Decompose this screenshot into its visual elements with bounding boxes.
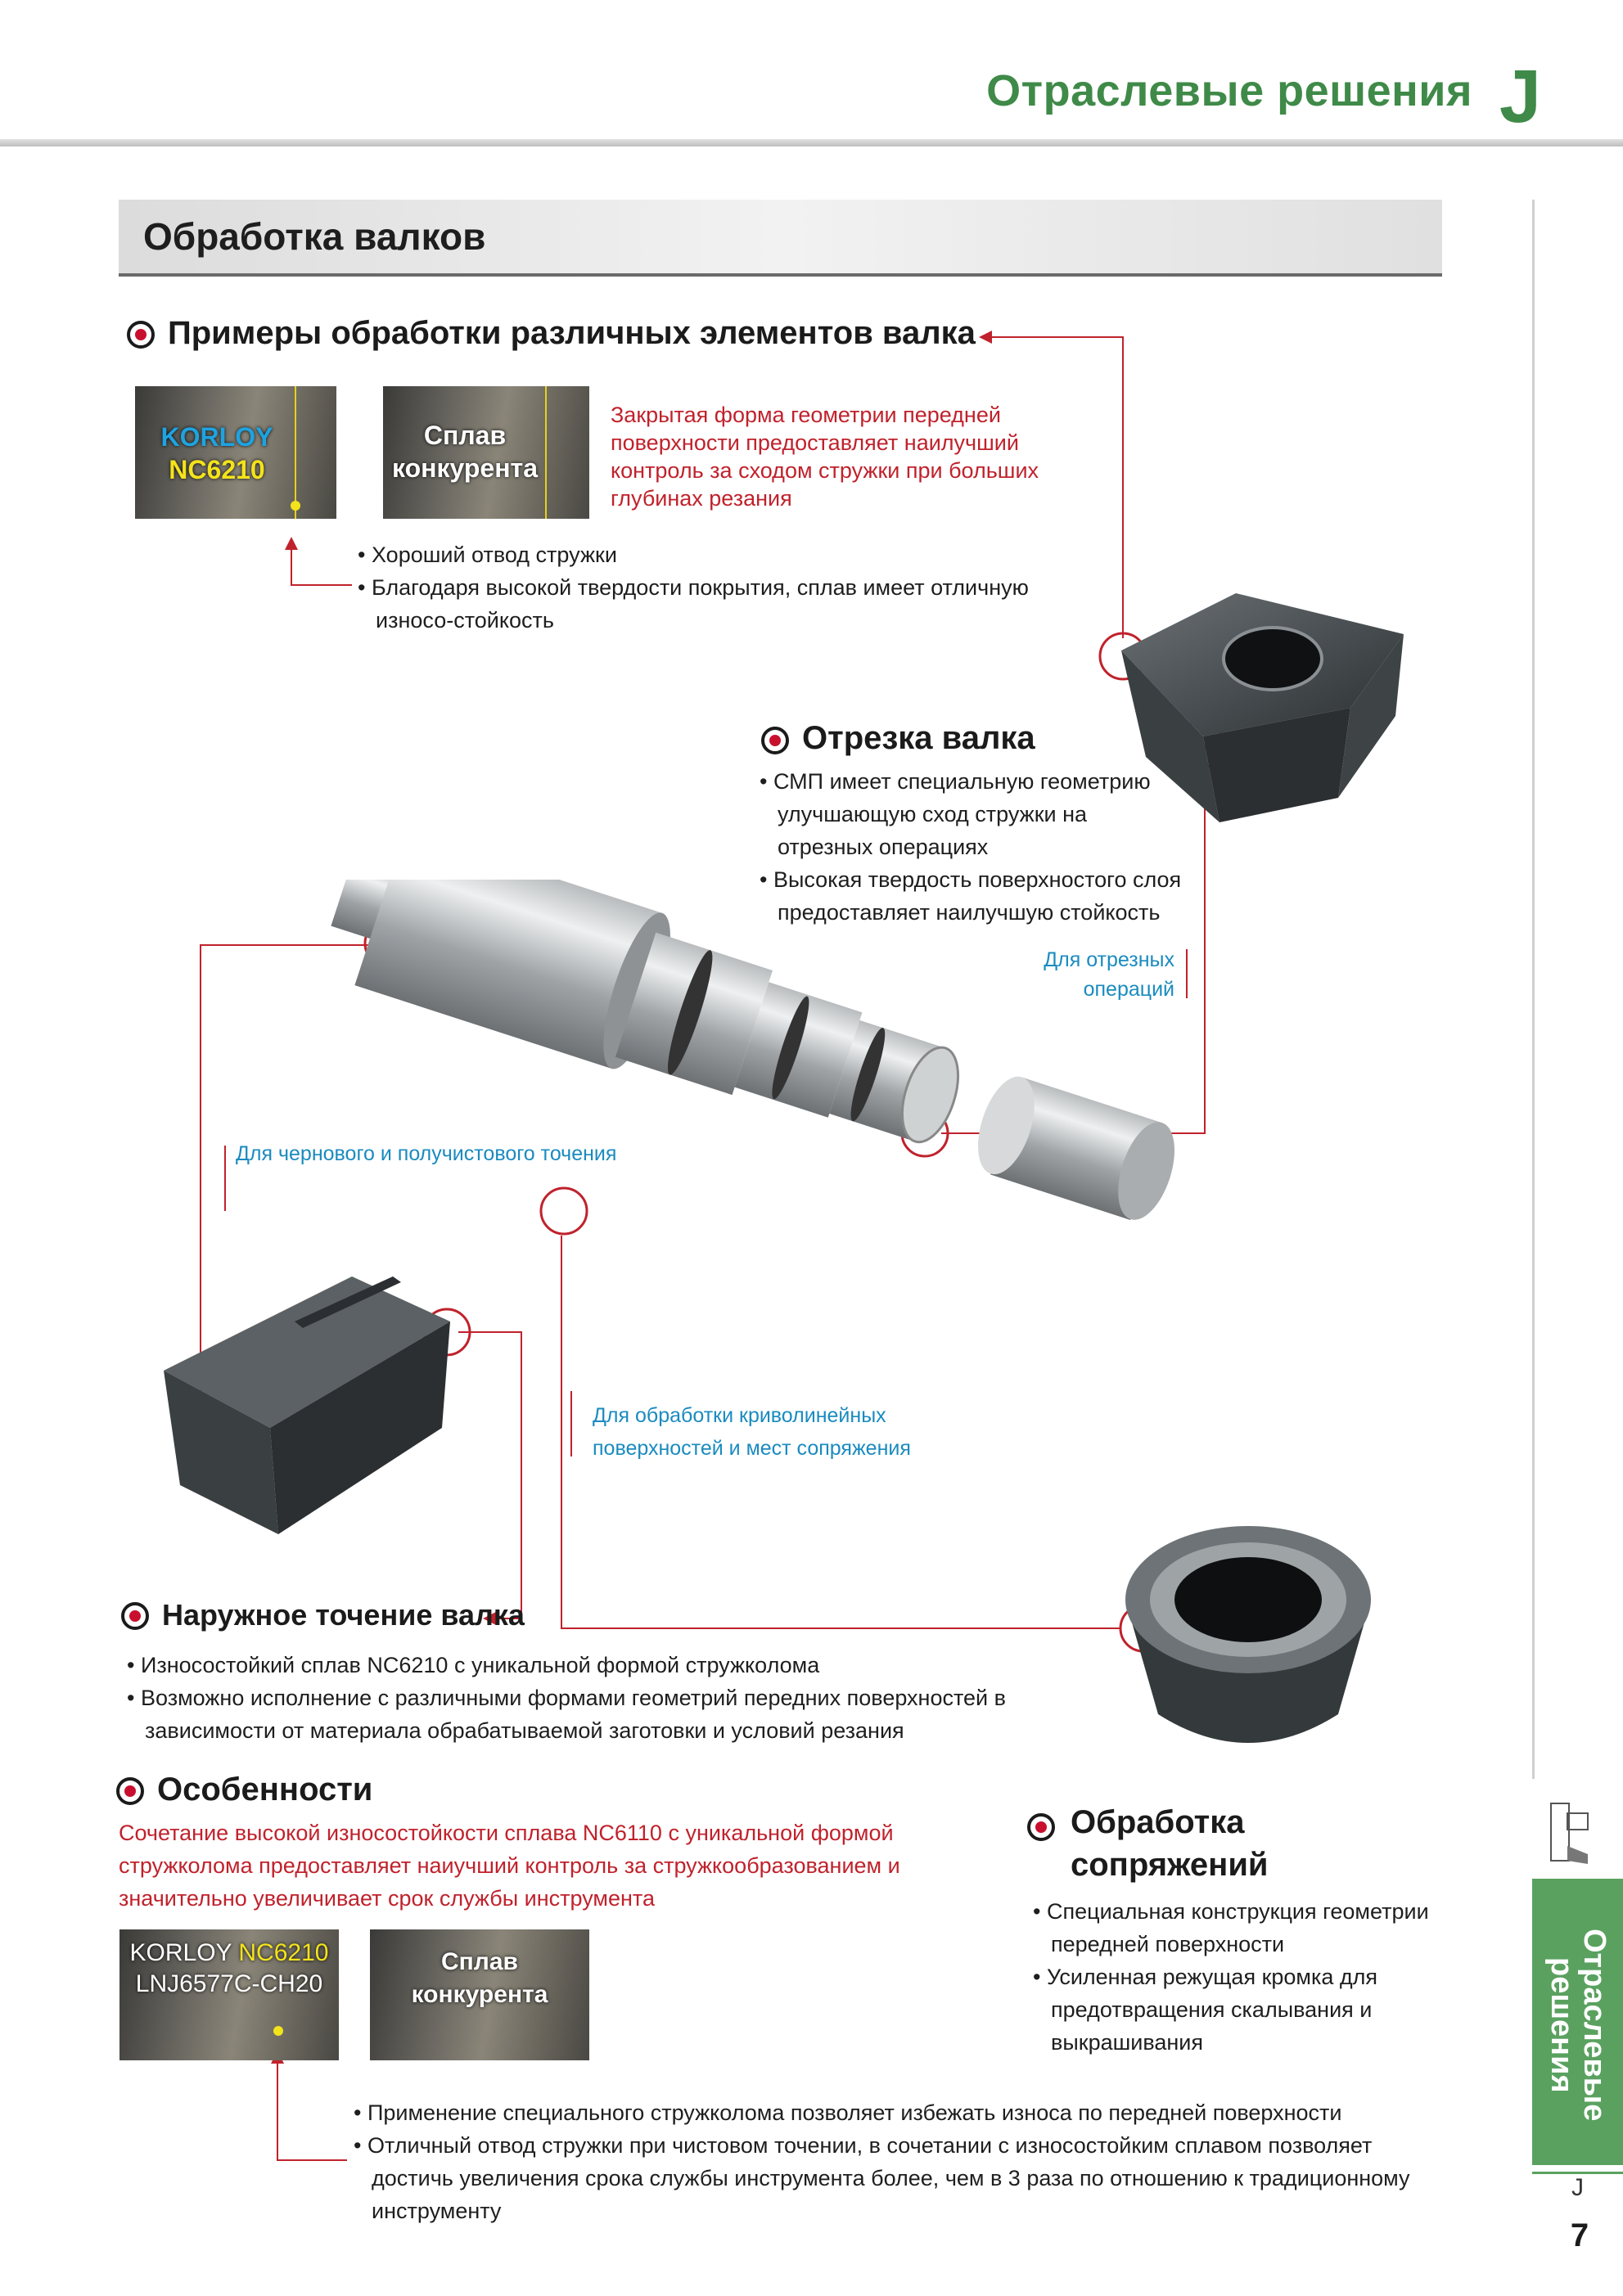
connector-examples [990, 336, 1124, 638]
header-divider [0, 139, 1623, 146]
cutoff-bullets: СМП имеет специальную геометрию улучшающ… [760, 765, 1185, 929]
competitor-insert-photo: Сплав конкурента [383, 386, 589, 519]
connector-outer [458, 1331, 522, 1619]
examples-bullet-2: Благодаря высокой твердости покрытия, сп… [358, 571, 1078, 637]
examples-red-note: Закрытая форма геометрии передней поверх… [611, 403, 1039, 511]
section-tab-letter: J [1532, 2172, 1623, 2207]
chapter-title: Отраслевые решения [986, 66, 1472, 115]
rectangular-insert-image [164, 1276, 450, 1534]
connector-roughing [200, 944, 372, 1399]
examples-heading: Примеры обработки различных элементов ва… [168, 315, 976, 351]
fillet-bullet-1: Специальная конструкция геометрии передн… [1033, 1895, 1475, 1961]
page-number: 7 [1570, 2217, 1589, 2253]
curved-surfaces-label: Для обработки криволинейных поверхностей… [593, 1404, 911, 1460]
photo-grade: NC6210 [169, 455, 265, 484]
features-bullets: Применение специального стружколома позв… [354, 2096, 1442, 2227]
outer-bullet-2: Возможно исполнение с различными формами… [127, 1681, 1068, 1747]
roll-shaft-image [331, 880, 1174, 1220]
heading-marker-icon [116, 1777, 144, 1805]
competitor-lnj-photo: Сплав конкурента [370, 1929, 589, 2060]
features-bullet-2: Отличный отвод стружки при чистовом точе… [354, 2129, 1442, 2227]
cutoff-bullet-2: Высокая твердость поверхностого слоя пре… [760, 863, 1185, 929]
fillet-heading-line1: Обработка [1071, 1804, 1245, 1840]
fillet-bullet-2: Усиленная режущая кромка для предотвраще… [1033, 1961, 1475, 2059]
connector-fillet [561, 1236, 1121, 1629]
highlight-circle-5 [539, 1186, 588, 1236]
photo-competitor-label: Сплав конкурента [411, 1948, 548, 2008]
examples-bullet-1: Хороший отвод стружки [358, 538, 1078, 571]
cutoff-bullet-1: СМП имеет специальную геометрию улучшающ… [760, 765, 1185, 863]
heading-marker-icon [761, 727, 789, 754]
photo-code: LNJ6577C-CH20 [135, 1970, 323, 1997]
outer-bullet-1: Износостойкий сплав NC6210 с уникальной … [127, 1649, 1068, 1681]
korloy-lnj-photo: KORLOY NC6210 LNJ6577C-CH20 [119, 1929, 339, 2060]
features-red-note: Сочетание высокой износостойкости сплава… [119, 1821, 900, 1911]
heading-marker-icon [127, 321, 155, 349]
section-title-bar [119, 200, 1442, 277]
heading-marker-icon [1027, 1813, 1055, 1841]
features-bullet-1: Применение специального стружколома позв… [354, 2096, 1442, 2129]
cutoff-tag: Для отрезных операций [1044, 948, 1174, 1001]
chapter-letter: J [1499, 55, 1541, 138]
heading-marker-icon [121, 1602, 149, 1630]
photo-competitor-label: Сплав конкурента [392, 421, 538, 483]
fillet-bullets: Специальная конструкция геометрии передн… [1033, 1895, 1475, 2059]
section-tab[interactable] [1532, 1879, 1623, 2165]
examples-bullets: Хороший отвод стружки Благодаря высокой … [358, 538, 1078, 637]
round-insert-image [1125, 1526, 1371, 1743]
section-title: Обработка валков [143, 215, 486, 258]
photo-brand: KORLOY [129, 1939, 232, 1966]
roughing-label: Для чернового и получистового точения [236, 1142, 617, 1165]
korloy-insert-photo: KORLOY NC6210 [135, 386, 336, 519]
photo-grade: NC6210 [238, 1939, 329, 1966]
outer-turning-bullets: Износостойкий сплав NC6210 с уникальной … [127, 1649, 1068, 1747]
section-tab-label: Отраслевые решения [1544, 1929, 1612, 2122]
square-insert-image [1121, 593, 1404, 822]
sidebar-divider [1532, 200, 1535, 1779]
outer-turning-heading: Наружное точение валка [162, 1598, 525, 1632]
photo-brand: KORLOY [160, 422, 273, 452]
cutoff-heading: Отрезка валка [802, 720, 1035, 756]
features-heading: Особенности [157, 1772, 373, 1808]
tool-icon [1550, 1803, 1589, 1864]
fillet-heading-line2: сопряжений [1071, 1847, 1269, 1883]
